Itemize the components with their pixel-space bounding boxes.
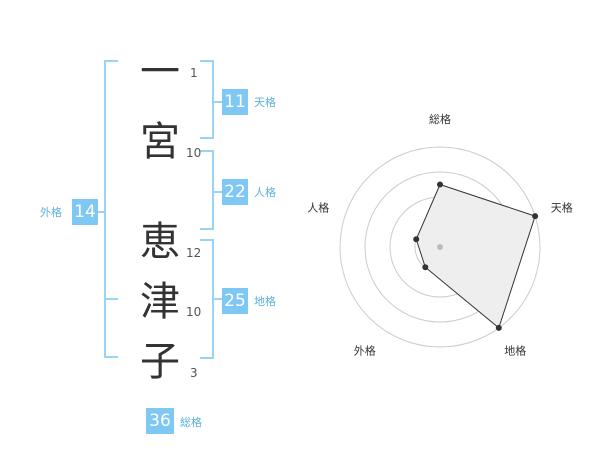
chikaku-label: 地格 bbox=[254, 295, 276, 308]
radar-axis-label-3: 外格 bbox=[354, 344, 376, 358]
jinkaku-label: 人格 bbox=[254, 186, 276, 199]
radar-axis-label-4: 人格 bbox=[307, 200, 329, 214]
name-char-3: 恵 bbox=[140, 219, 180, 265]
radar-point-0 bbox=[437, 181, 443, 188]
radar-axis-label-2: 地格 bbox=[504, 344, 526, 358]
gaikaku-divider bbox=[104, 298, 118, 300]
gaikaku-connector bbox=[98, 211, 106, 213]
name-char-2: 宮 bbox=[140, 119, 180, 165]
gaikaku-label: 外格 bbox=[40, 206, 62, 219]
radar-points bbox=[413, 181, 539, 331]
radar-point-2 bbox=[495, 324, 502, 331]
jinkaku-connector bbox=[212, 191, 222, 193]
name-char-4: 津 bbox=[140, 279, 180, 325]
gaikaku-bracket bbox=[104, 60, 118, 358]
chikaku-value: 25 bbox=[222, 288, 248, 314]
jinkaku-bracket bbox=[200, 150, 214, 230]
radar-point-1 bbox=[532, 213, 539, 220]
gaikaku-value: 14 bbox=[72, 199, 98, 225]
radar-point-4 bbox=[413, 236, 420, 243]
radar-axis-label-0: 総格 bbox=[429, 112, 451, 126]
radar-grid-ring bbox=[339, 146, 541, 348]
radar-center-dot bbox=[437, 244, 443, 250]
jinkaku-value: 22 bbox=[222, 179, 248, 205]
stroke-count-1: 1 bbox=[190, 66, 198, 80]
name-char-1: 一 bbox=[140, 49, 180, 95]
chikaku-connector bbox=[212, 298, 222, 300]
tenkaku-value: 11 bbox=[222, 89, 248, 115]
radar-axis-label-1: 天格 bbox=[551, 200, 573, 214]
soukaku-value: 36 bbox=[146, 408, 174, 434]
soukaku-label: 総格 bbox=[180, 416, 202, 429]
stroke-count-4: 10 bbox=[186, 305, 202, 319]
stroke-count-3: 12 bbox=[186, 246, 202, 260]
radar-point-3 bbox=[422, 264, 429, 271]
tenkaku-label: 天格 bbox=[254, 96, 276, 109]
stroke-count-5: 3 bbox=[190, 366, 198, 380]
tenkaku-connector bbox=[212, 101, 222, 103]
tenkaku-bracket bbox=[200, 60, 214, 139]
radar-area bbox=[415, 183, 536, 329]
stroke-count-2: 10 bbox=[186, 146, 202, 160]
name-char-5: 子 bbox=[140, 339, 180, 385]
